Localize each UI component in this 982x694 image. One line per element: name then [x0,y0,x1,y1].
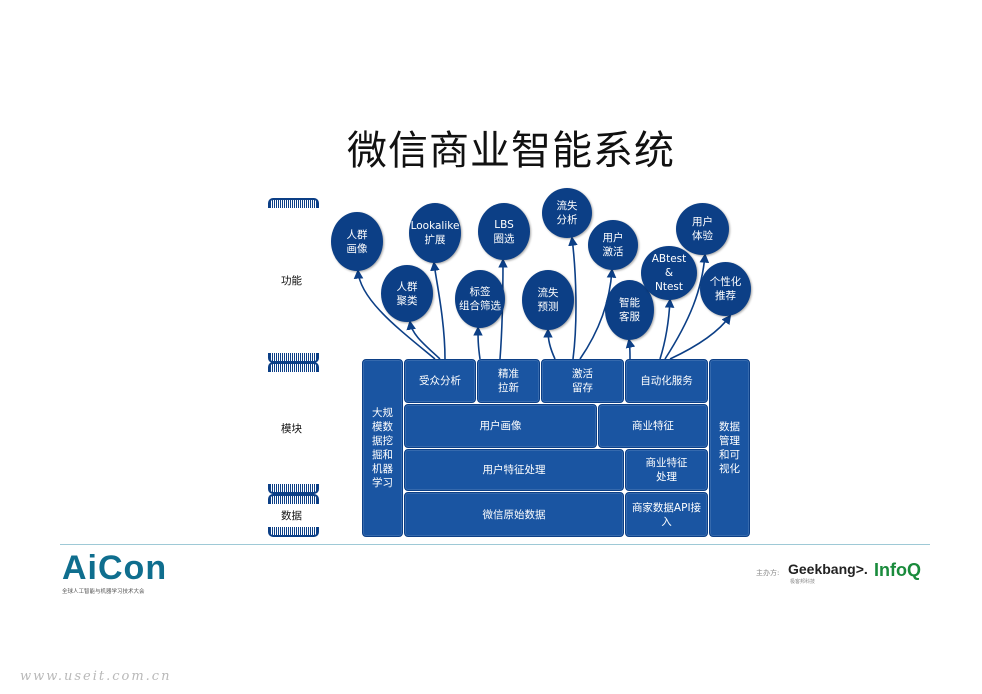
bubble-smart-service: 智能 客服 [605,280,654,340]
layer-label-module: 模块 [281,423,302,435]
arrow-to-bubble-9 [625,338,636,360]
infoq-logo: InfoQ [874,560,921,580]
bubble-user-experience: 用户 体验 [676,203,729,255]
data-merchant-api: 商家数据API接 入 [625,492,708,537]
module-precise-acquisition: 精准 拉新 [477,359,540,403]
module-data-management: 数据 管理 和可 视化 [709,359,750,537]
data-wechat-raw: 微信原始数据 [404,492,624,537]
arrow-to-bubble-5 [664,253,710,360]
arrow-to-bubble-10 [659,298,675,360]
bubble-churn-prediction: 流失 预测 [522,270,574,330]
bubble-churn-analysis: 流失 分析 [542,188,592,238]
module-user-profile: 用户画像 [404,404,597,448]
bubble-lookalike: Lookalike 扩展 [409,203,461,263]
footer-divider [60,544,930,545]
arrow-to-bubble-4 [579,268,617,360]
bubble-user-activation: 用户 激活 [588,220,638,270]
data-user-feature-processing: 用户特征处理 [404,449,624,491]
page-title: 微信商业智能系统 [347,128,675,174]
module-business-feature: 商业特征 [598,404,708,448]
arrow-to-bubble-8 [543,328,556,360]
layer-label-data: 数据 [281,510,302,522]
module-audience-analysis: 受众分析 [404,359,476,403]
arrow-to-bubble-6 [406,320,441,360]
geekbang-logo: Geekbang>. [788,561,868,577]
data-business-feature-processing: 商业特征 处理 [625,449,708,491]
bubble-tag-filter: 标签 组合筛选 [455,270,505,328]
layer-label-function: 功能 [281,275,302,287]
aicon-logo-subtitle: 全球人工智能与机器学习技术大会 [62,589,145,595]
module-mining-ml: 大规 模数 据挖 掘和 机器 学习 [362,359,403,537]
bubble-crowd-portrait: 人群 画像 [331,212,383,271]
aicon-logo: AiCon [62,549,168,587]
layer-bracket-function-top [268,198,319,208]
watermark: www.useit.com.cn [20,669,172,684]
layer-bracket-module-bottom [268,484,319,494]
layer-bracket-data-top [268,494,319,504]
bubble-personal-recommend: 个性化 推荐 [700,262,751,316]
module-activation-retention: 激活 留存 [541,359,624,403]
bubble-abtest: ABtest & Ntest [641,246,697,300]
arrow-to-bubble-3 [568,236,578,360]
layer-bracket-data-bottom [268,527,319,537]
bubble-crowd-cluster: 人群 聚类 [381,265,433,322]
module-auto-service: 自动化服务 [625,359,708,403]
host-label: 主办方: [756,569,780,577]
layer-bracket-module-top [268,362,319,372]
bubble-lbs: LBS 圈选 [478,203,530,260]
arrow-to-bubble-0 [353,269,436,360]
arrow-to-bubble-11 [669,314,732,360]
geekbang-subtitle: 极客邦科技 [790,579,816,585]
arrow-to-bubble-7 [473,326,483,360]
arrow-to-bubble-1 [430,261,446,360]
